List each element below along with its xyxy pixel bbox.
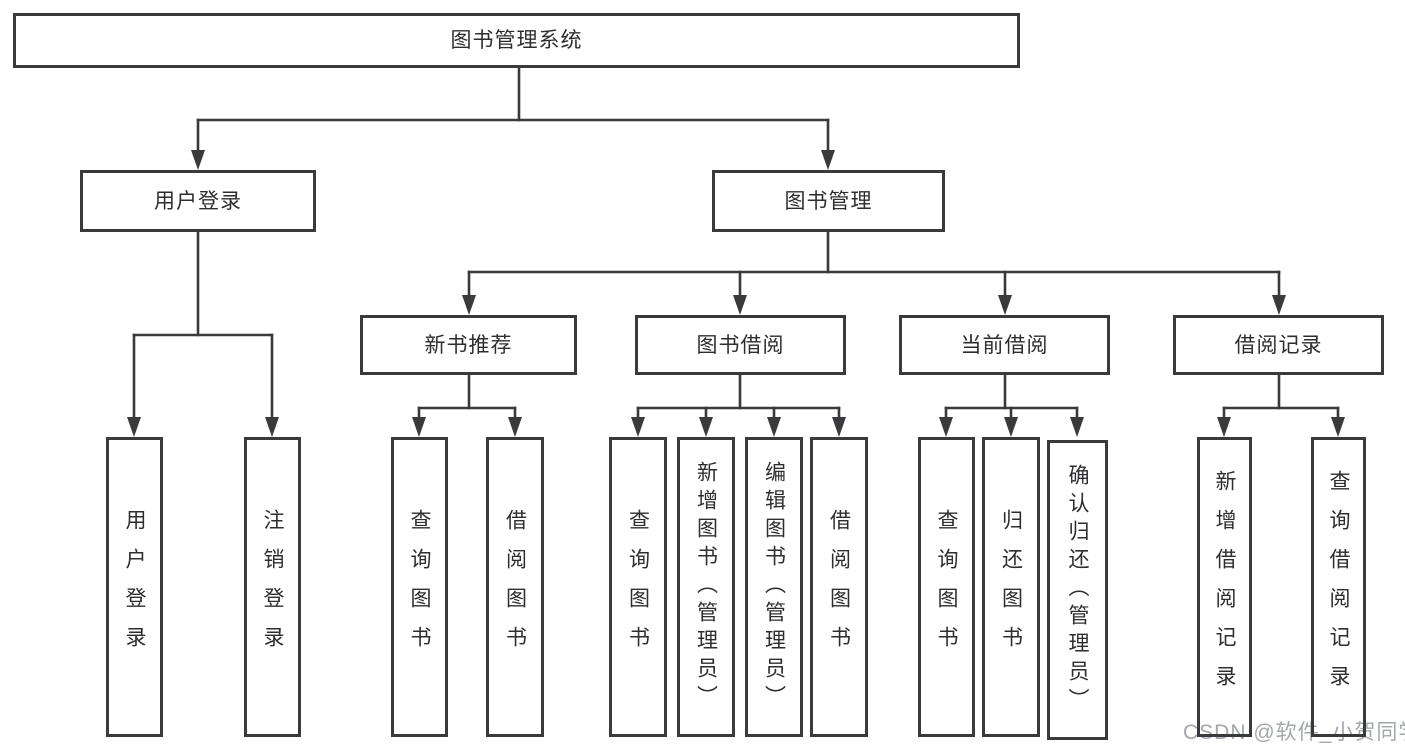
node-library-system: 图书管理系统 [13, 13, 1020, 68]
node-label: 新书推荐 [424, 333, 513, 357]
node-label: 归还图书 [999, 509, 1023, 665]
node-book-borrowing: 图书借阅 [635, 315, 846, 375]
leaf-nb-borrow-books: 借阅图书 [486, 437, 544, 737]
leaf-br-query-record: 查询借阅记录 [1311, 437, 1366, 737]
node-label: 图书借阅 [696, 333, 785, 357]
leaf-cb-return-books: 归还图书 [982, 437, 1040, 737]
node-label: 新增图书（管理员） [694, 461, 718, 713]
leaf-cb-confirm-return-admin: 确认归还（管理员） [1047, 440, 1108, 740]
node-borrow-records: 借阅记录 [1173, 315, 1384, 375]
node-label: 编辑图书（管理员） [762, 461, 786, 713]
node-label: 借阅记录 [1234, 333, 1323, 357]
leaf-bb-query-books: 查询图书 [609, 437, 667, 737]
node-label: 借阅图书 [827, 509, 851, 665]
node-label: 新增借阅记录 [1213, 470, 1236, 704]
node-new-book-recommend: 新书推荐 [360, 315, 577, 375]
node-label: 查询图书 [408, 509, 431, 665]
leaf-cb-query-books: 查询图书 [918, 437, 975, 737]
leaf-br-add-record: 新增借阅记录 [1197, 437, 1252, 737]
node-label: 查询图书 [626, 509, 650, 665]
leaf-user-login: 用户登录 [106, 437, 163, 737]
node-label: 用户登录 [123, 509, 146, 665]
leaf-nb-query-books: 查询图书 [391, 437, 448, 737]
leaf-bb-borrow-books: 借阅图书 [810, 437, 868, 737]
leaf-bb-add-books-admin: 新增图书（管理员） [677, 437, 735, 737]
node-current-borrowing: 当前借阅 [899, 315, 1110, 375]
node-label: 查询借阅记录 [1327, 470, 1350, 704]
leaf-logout-login: 注销登录 [244, 437, 301, 737]
node-label: 借阅图书 [503, 509, 527, 665]
leaf-bb-edit-books-admin: 编辑图书（管理员） [745, 437, 803, 737]
node-label: 查询图书 [935, 509, 958, 665]
node-user-login: 用户登录 [80, 170, 316, 232]
node-label: 用户登录 [154, 189, 242, 213]
node-label: 当前借阅 [960, 333, 1049, 357]
node-label: 图书管理 [784, 189, 873, 213]
node-label: 图书管理系统 [450, 29, 583, 52]
csdn-watermark: CSDN @软件_小贺同学 [1183, 721, 1405, 744]
node-book-management: 图书管理 [712, 170, 945, 232]
node-label: 注销登录 [261, 509, 284, 665]
node-label: 确认归还（管理员） [1066, 464, 1089, 716]
